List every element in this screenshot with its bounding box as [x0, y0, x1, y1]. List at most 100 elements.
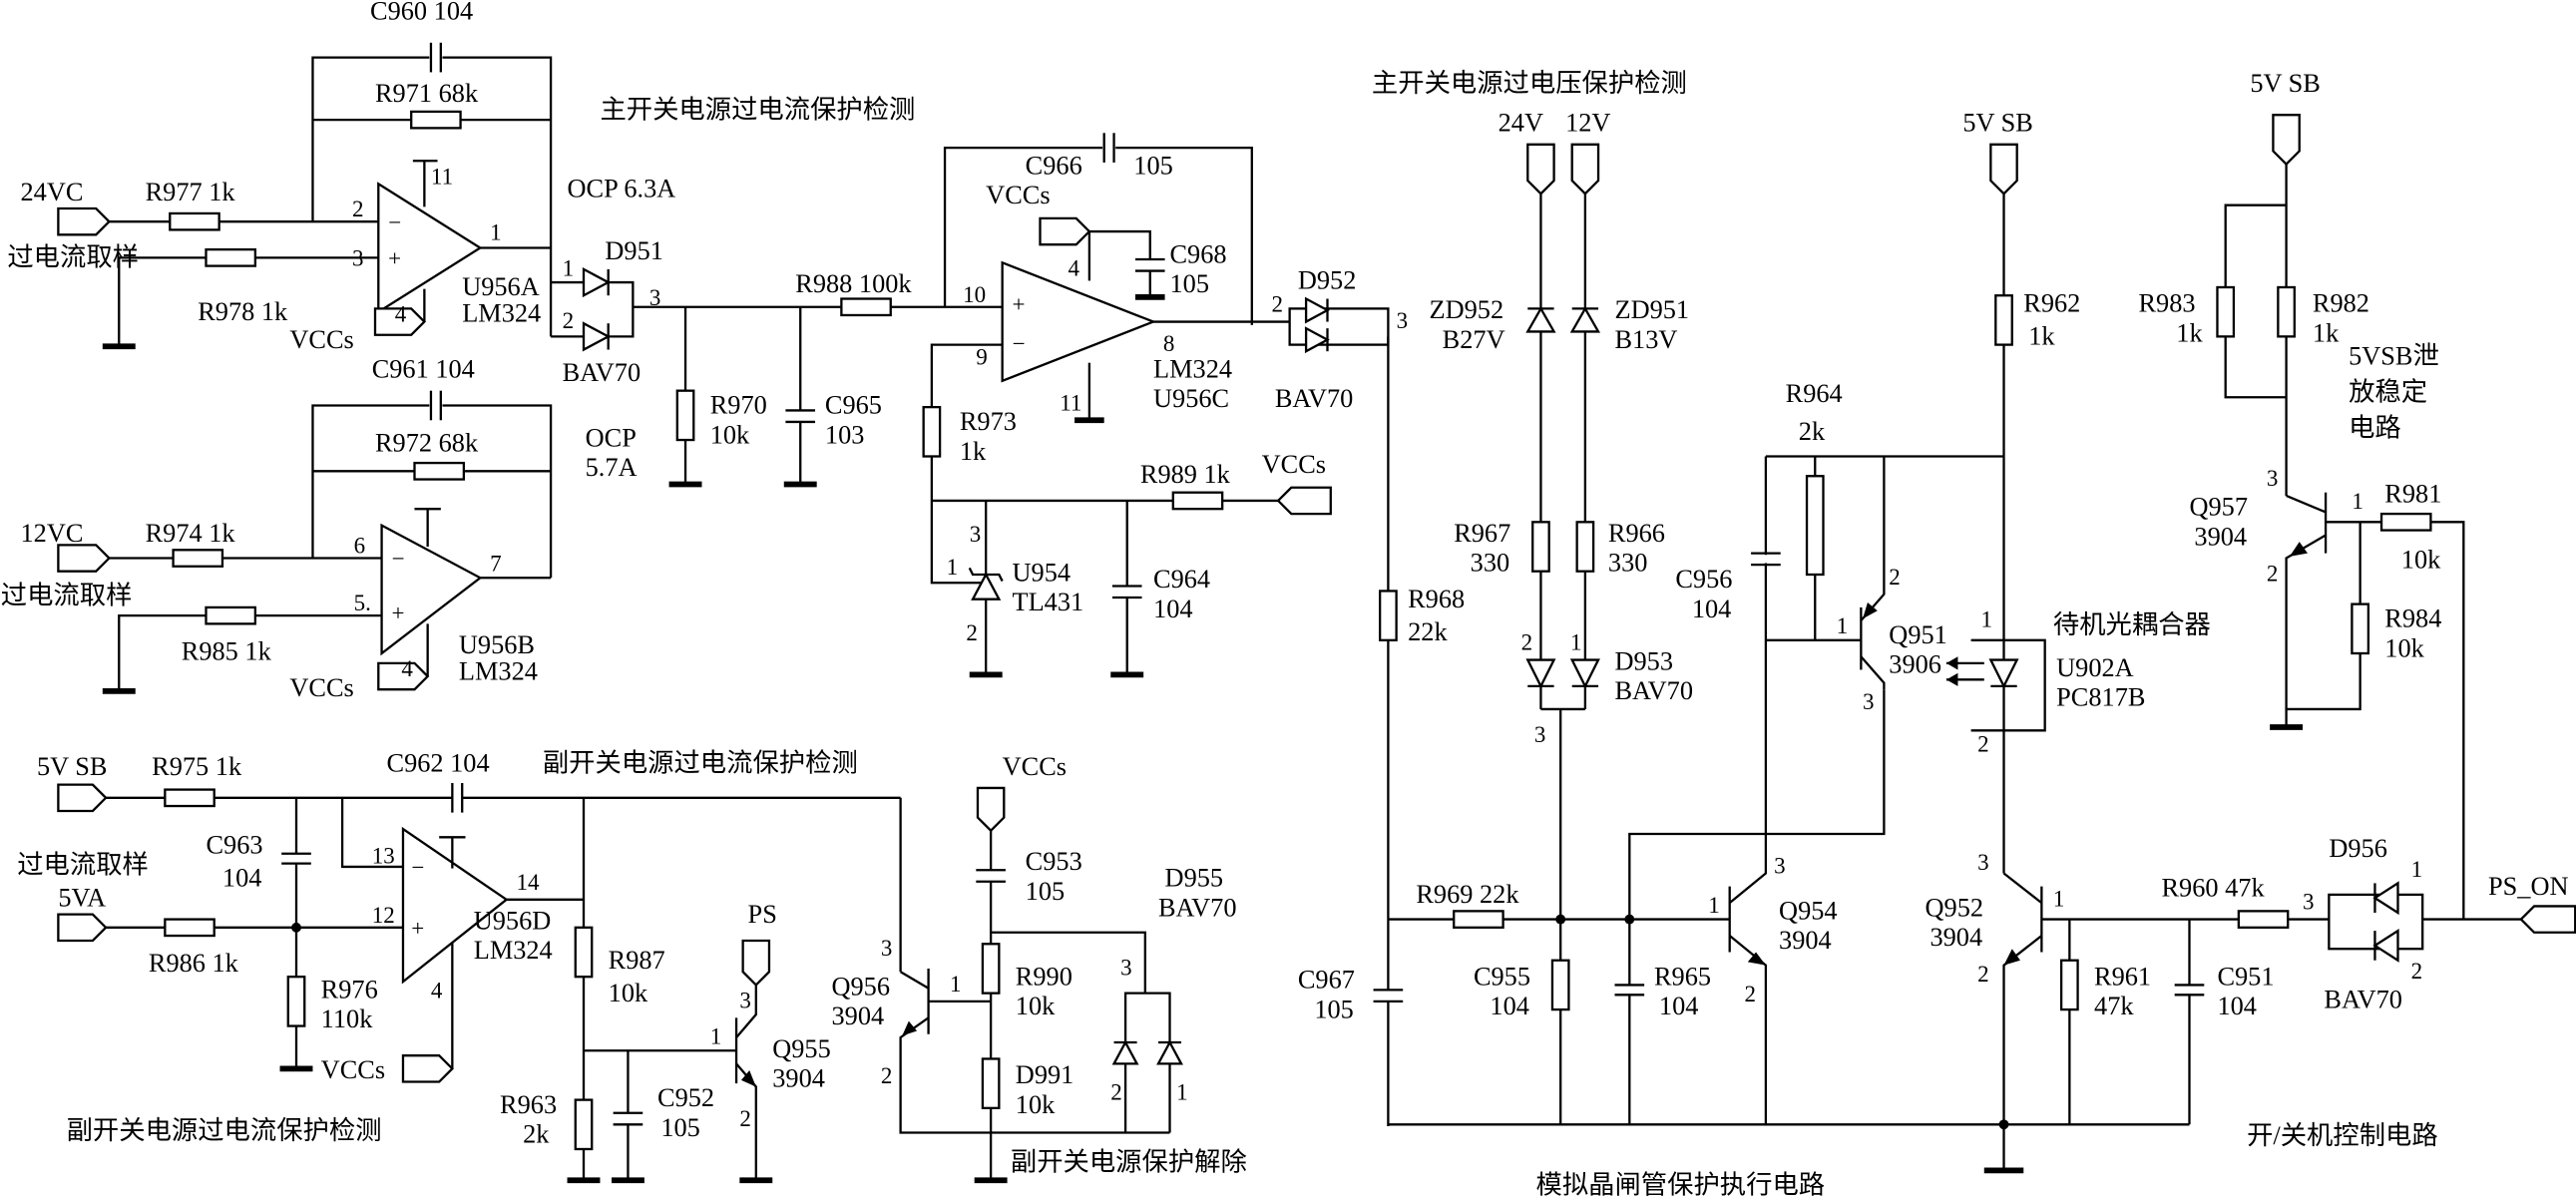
label-r966: R966 [1608, 519, 1665, 548]
label-c965: C965 [825, 391, 882, 420]
label-r983: R983 [2138, 289, 2195, 318]
label-q954: Q954 [1779, 897, 1838, 926]
label-r968: R968 [1408, 585, 1465, 613]
label-value: 103 [825, 420, 865, 449]
label-q957: Q957 [2189, 493, 2248, 522]
section-title: 副开关电源保护解除 [1011, 1147, 1247, 1176]
label-bav70: BAV70 [1614, 676, 1693, 705]
label-c962: C962 104 [387, 748, 490, 777]
pin-number: 3 [352, 245, 364, 271]
opamp-u956c [1001, 260, 1157, 383]
label-q951: Q951 [1889, 620, 1947, 649]
pin-number: 4 [1068, 254, 1079, 280]
port-vccs [401, 1054, 454, 1083]
label-r985: R985 1k [182, 637, 272, 666]
net-label: VCCs [1262, 450, 1326, 479]
resistor-r976 [286, 976, 306, 1027]
label-q952: Q952 [1926, 893, 1984, 922]
label-c961: C961 104 [372, 355, 475, 384]
resistor-r985 [205, 605, 257, 625]
label-u956d-type: LM324 [474, 936, 553, 965]
port-vccs [976, 786, 1006, 833]
pin-number: 3 [1397, 307, 1409, 333]
pin-number: 2 [881, 1062, 893, 1088]
label-value: 10k [609, 979, 648, 1007]
label-value: 104 [1490, 992, 1529, 1020]
resistor-r977 [169, 211, 220, 231]
section-title: 主开关电源过电流保护检测 [600, 95, 915, 124]
pin-number: + [1013, 291, 1026, 317]
label-d956: D956 [2329, 834, 2387, 863]
diode-d955 [1111, 992, 1183, 1133]
pin-number: 2 [1521, 629, 1533, 655]
transistor-q955 [734, 985, 757, 1179]
capacitor-c961 [429, 390, 443, 421]
net-label: 5VA [58, 883, 106, 912]
port-24v [1526, 143, 1555, 196]
label-d952: D952 [1298, 266, 1357, 295]
label-value: B27V [1443, 325, 1505, 354]
resistor-r960 [2237, 910, 2290, 929]
net-label: 5V SB [1962, 109, 2032, 138]
net-label: PS_ON [2488, 872, 2568, 901]
label-q951-type: 3906 [1889, 650, 1941, 679]
resistor-r988 [840, 297, 892, 317]
pin-number: 3 [2303, 889, 2315, 915]
pin-number: 7 [490, 551, 502, 577]
pin-number: 2 [1977, 731, 1989, 757]
resistor-r962 [1994, 294, 2013, 346]
tl431-u954 [968, 500, 1004, 678]
label-r981: R981 [2384, 480, 2441, 509]
port-vccs [1276, 486, 1332, 516]
label-value: 47k [2094, 992, 2134, 1020]
label-ocp: OCP 6.3A [568, 174, 676, 202]
pin-number: 2 [2267, 561, 2279, 587]
pin-number: 1 [2053, 885, 2065, 911]
label-r987: R987 [609, 946, 665, 975]
section-label: 5VSB泄 [2349, 341, 2439, 370]
label-r975: R975 1k [152, 752, 242, 781]
port-5va [57, 913, 108, 943]
pin-number: 3 [1534, 721, 1546, 747]
label-r964: R964 [1786, 379, 1843, 408]
capacitor-c960 [429, 42, 443, 73]
net-label: VCCs [1003, 752, 1067, 781]
label-value: 105 [1314, 995, 1354, 1023]
pin-number: 6 [354, 533, 366, 559]
label-r961: R961 [2094, 962, 2151, 991]
section-title: 副开关电源过电流保护检测 [67, 1116, 382, 1145]
diode-d953 [1525, 658, 1600, 711]
resistor-r989 [1171, 491, 1224, 511]
resistor-r966 [1575, 521, 1595, 573]
pin-number: 1 [2411, 856, 2423, 882]
pin-number: 1 [2352, 488, 2363, 514]
label-q956-type: 3904 [831, 1001, 884, 1030]
pin-number: 2 [1977, 961, 1989, 987]
label-d951: D951 [605, 236, 663, 265]
pin-number: 3 [970, 521, 982, 547]
u956d-block [57, 782, 1183, 1184]
label-c963: C963 [206, 831, 262, 860]
net-label: VCCs [289, 673, 353, 702]
label-r972: R972 68k [375, 429, 479, 458]
resistor-r967 [1531, 521, 1550, 573]
section-label: 放稳定 [2349, 378, 2427, 407]
label-zd952: ZD952 [1430, 295, 1504, 324]
pin-number: + [411, 915, 424, 941]
pin-number: 3 [1774, 853, 1786, 879]
label-r965: R965 [1654, 962, 1711, 991]
label-u956b: U956B [459, 630, 535, 659]
pin-number: 1 [1708, 892, 1720, 918]
label-value: 22k [1408, 617, 1448, 646]
resistor-r986 [164, 918, 215, 938]
label-ocp: 5.7A [586, 453, 638, 482]
label-c966: C966 [1026, 151, 1082, 180]
net-label: VCCs [986, 181, 1050, 209]
pin-number: 1 [1570, 629, 1582, 655]
label-value: 1k [2176, 318, 2203, 347]
pin-number: 1 [563, 254, 575, 280]
label-value: 10k [1016, 992, 1056, 1020]
label-r960: R960 47k [2162, 874, 2266, 903]
label-r986: R986 1k [149, 949, 239, 978]
